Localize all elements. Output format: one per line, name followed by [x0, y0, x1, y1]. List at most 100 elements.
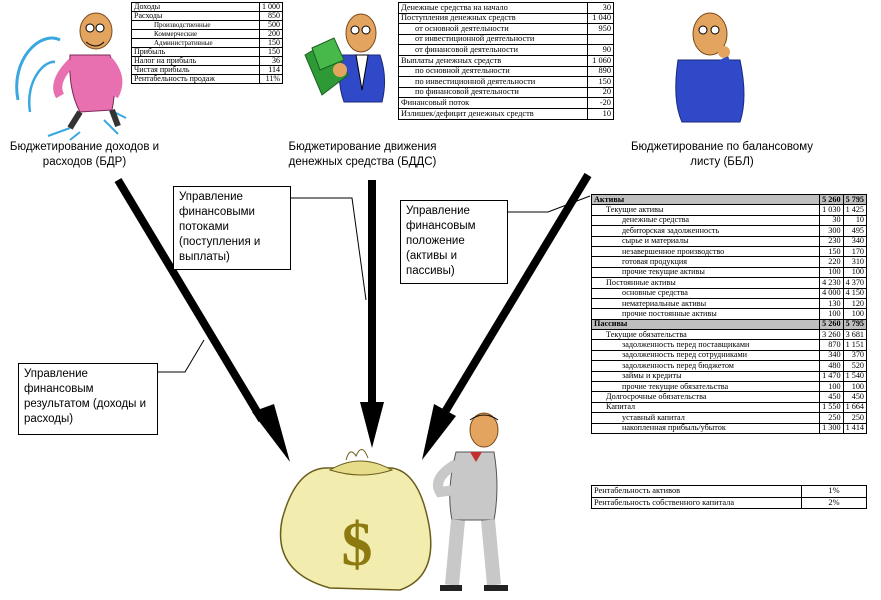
row-value-end: 170	[842, 245, 868, 258]
row-value: 114	[259, 65, 283, 75]
caption-bbl: Бюджетирование по балансовому листу (ББЛ…	[631, 141, 813, 168]
row-value-start: 300	[819, 225, 844, 237]
bdds-row: от инвестиционной деятельности	[398, 33, 614, 46]
row-value-start: 30	[819, 214, 844, 227]
row-value-end: 520	[842, 360, 868, 372]
row-value-end: 100	[842, 266, 868, 279]
row-label: задолженность перед бюджетом	[590, 360, 821, 372]
row-value-start: 5 260	[819, 318, 844, 331]
row-label: Денежные средства на начало	[398, 2, 588, 14]
row-label: готовая продукция	[590, 256, 821, 268]
row-value-start: 100	[819, 308, 844, 320]
row-value: 1 060	[587, 54, 614, 67]
row-label: Рентабельность активов	[591, 485, 802, 498]
row-label: Текущие активы	[590, 204, 821, 216]
row-value: 1 000	[259, 2, 283, 12]
row-label: Текущие обязательства	[590, 329, 821, 341]
row-value: 200	[259, 29, 283, 39]
row-value-start: 150	[819, 245, 844, 258]
row-value: 11%	[259, 74, 283, 84]
row-value-start: 870	[819, 339, 844, 351]
row-value-end: 250	[842, 412, 868, 424]
row-label: Постоянные активы	[590, 277, 821, 289]
row-value: 20	[587, 86, 614, 99]
row-label: уставный капитал	[590, 412, 821, 424]
row-label: от инвестиционной деятельности	[398, 33, 588, 46]
row-value: 150	[259, 47, 283, 57]
row-value	[587, 33, 614, 46]
row-value-end: 450	[842, 391, 868, 403]
row-value-start: 340	[819, 349, 844, 362]
row-label: сырье и материалы	[590, 235, 821, 247]
row-label: Долгосрочные обязательства	[590, 391, 821, 403]
row-label: Налог на прибыль	[131, 56, 260, 66]
row-value-end: 1 414	[842, 422, 868, 435]
row-label: прочие постоянные активы	[590, 308, 821, 320]
arrow-bdr	[114, 177, 290, 462]
row-value-start: 1 300	[819, 422, 844, 435]
row-label: по основной деятельности	[398, 65, 588, 78]
row-value-start: 1 550	[819, 401, 844, 414]
suit-man-illustration	[433, 412, 508, 591]
row-value: 2%	[801, 496, 867, 509]
row-value-end: 370	[842, 349, 868, 362]
row-value: 890	[587, 65, 614, 78]
row-value-end: 1 540	[842, 370, 868, 383]
arrow-bdds	[360, 180, 384, 448]
row-label: нематериальные активы	[590, 297, 821, 310]
row-value-start: 4 000	[819, 287, 844, 299]
row-value-end: 340	[842, 235, 868, 247]
row-value-start: 3 260	[819, 329, 844, 341]
row-label: задолженность перед сотрудниками	[590, 349, 821, 362]
row-value: 950	[587, 23, 614, 35]
row-label: Рентабельность продаж	[131, 74, 260, 84]
bdds-row: Финансовый поток-20	[398, 97, 614, 109]
row-label: Финансовый поток	[398, 97, 588, 109]
row-value: 850	[259, 11, 283, 21]
row-value-start: 450	[819, 391, 844, 403]
row-value-end: 4 150	[842, 287, 868, 299]
row-value-start: 100	[819, 266, 844, 279]
row-label: Выплаты денежных средств	[398, 54, 588, 67]
row-value: 1%	[801, 485, 867, 498]
row-value-start: 220	[819, 256, 844, 268]
row-value-start: 100	[819, 381, 844, 393]
row-label: Производственные	[131, 20, 260, 30]
box-financial-flows: Управление финансовыми потоками (поступл…	[173, 186, 291, 270]
row-label: Капитал	[590, 401, 821, 414]
row-value-end: 10	[842, 214, 868, 227]
row-value-start: 1 470	[819, 370, 844, 383]
row-label: Активы	[590, 193, 821, 206]
